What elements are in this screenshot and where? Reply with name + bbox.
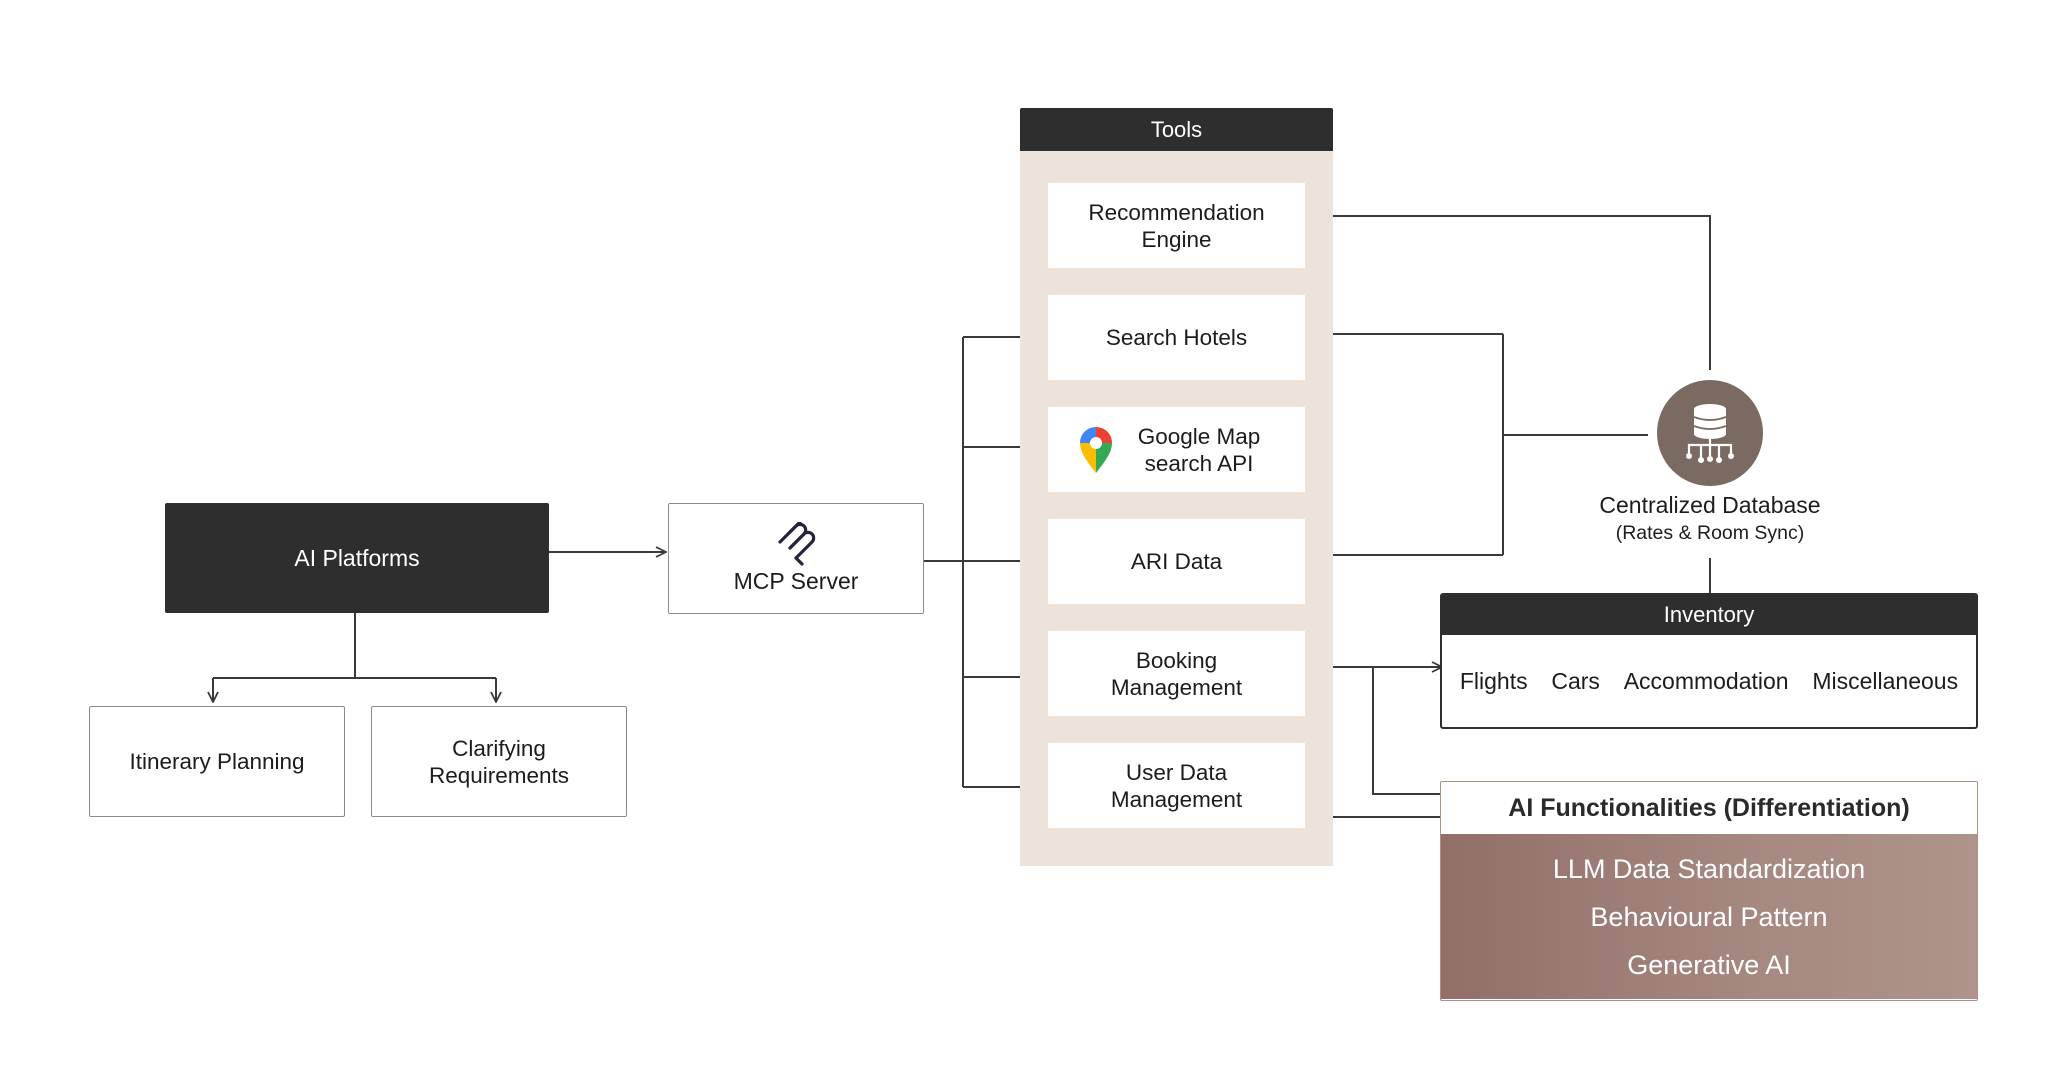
- edge-ai-to-booking: [1372, 667, 1440, 795]
- edge-db-to-recommendation: [1306, 216, 1711, 370]
- tool-search-hotels-label: Search Hotels: [1105, 325, 1248, 350]
- database-label: Centralized Database (Rates & Room Sync): [1570, 490, 1850, 546]
- mcp-server-box[interactable]: MCP Server: [668, 503, 924, 614]
- inventory-item[interactable]: Miscellaneous: [1812, 667, 1959, 694]
- tool-booking-management-label: Booking Management: [1110, 647, 1243, 700]
- ai-functionality-item: LLM Data Standardization: [1552, 853, 1866, 884]
- ai-functionalities-box[interactable]: AI Functionalities (Differentiation) LLM…: [1440, 781, 1978, 1001]
- inventory-box[interactable]: Inventory Flights Cars Accommodation Mis…: [1440, 593, 1978, 729]
- ai-functionalities-list: LLM Data Standardization Behavioural Pat…: [1441, 834, 1977, 999]
- tool-ari-data[interactable]: ARI Data: [1048, 519, 1305, 604]
- ai-platforms-label: AI Platforms: [294, 544, 420, 571]
- clarifying-requirements-label: Clarifying Requirements: [428, 735, 570, 788]
- tool-recommendation-engine-label: Recommendation Engine: [1088, 199, 1265, 252]
- edge-platforms-to-subtasks: [213, 613, 496, 679]
- google-maps-pin-icon: [1078, 425, 1114, 475]
- mcp-logo-icon: [774, 520, 818, 566]
- edge-db-to-search-hotels: [1306, 334, 1504, 555]
- tool-recommendation-engine[interactable]: Recommendation Engine: [1048, 183, 1305, 268]
- inventory-item[interactable]: Flights: [1459, 667, 1528, 694]
- itinerary-planning-box[interactable]: Itinerary Planning: [89, 706, 345, 817]
- ai-functionality-item: Generative AI: [1627, 949, 1791, 980]
- tool-user-data-management-label: User Data Management: [1110, 759, 1243, 812]
- inventory-item[interactable]: Accommodation: [1623, 667, 1789, 694]
- database-network-icon: [1677, 400, 1743, 466]
- tool-search-hotels[interactable]: Search Hotels: [1048, 295, 1305, 380]
- inventory-item[interactable]: Cars: [1551, 667, 1600, 694]
- ai-platforms-box[interactable]: AI Platforms: [165, 503, 549, 613]
- tools-title: Tools: [1150, 116, 1203, 142]
- tool-user-data-management[interactable]: User Data Management: [1048, 743, 1305, 828]
- tools-header: Tools: [1020, 108, 1333, 151]
- inventory-header: Inventory: [1442, 595, 1976, 635]
- itinerary-planning-label: Itinerary Planning: [129, 748, 305, 774]
- ai-functionality-item: Behavioural Pattern: [1590, 901, 1828, 932]
- clarifying-requirements-box[interactable]: Clarifying Requirements: [371, 706, 627, 817]
- inventory-title: Inventory: [1663, 602, 1755, 627]
- tool-booking-management[interactable]: Booking Management: [1048, 631, 1305, 716]
- ai-functionalities-title: AI Functionalities (Differentiation): [1508, 793, 1910, 822]
- tool-google-map-api[interactable]: Google Map search API: [1048, 407, 1305, 492]
- database-node[interactable]: [1657, 380, 1763, 486]
- mcp-server-label: MCP Server: [733, 568, 859, 594]
- database-title: Centralized Database: [1599, 492, 1821, 518]
- tool-google-map-api-label: Google Map search API: [1137, 423, 1261, 476]
- tool-ari-data-label: ARI Data: [1130, 549, 1223, 574]
- ai-functionalities-header: AI Functionalities (Differentiation): [1441, 782, 1977, 834]
- inventory-items: Flights Cars Accommodation Miscellaneous: [1442, 635, 1976, 727]
- database-subtitle: (Rates & Room Sync): [1615, 522, 1805, 544]
